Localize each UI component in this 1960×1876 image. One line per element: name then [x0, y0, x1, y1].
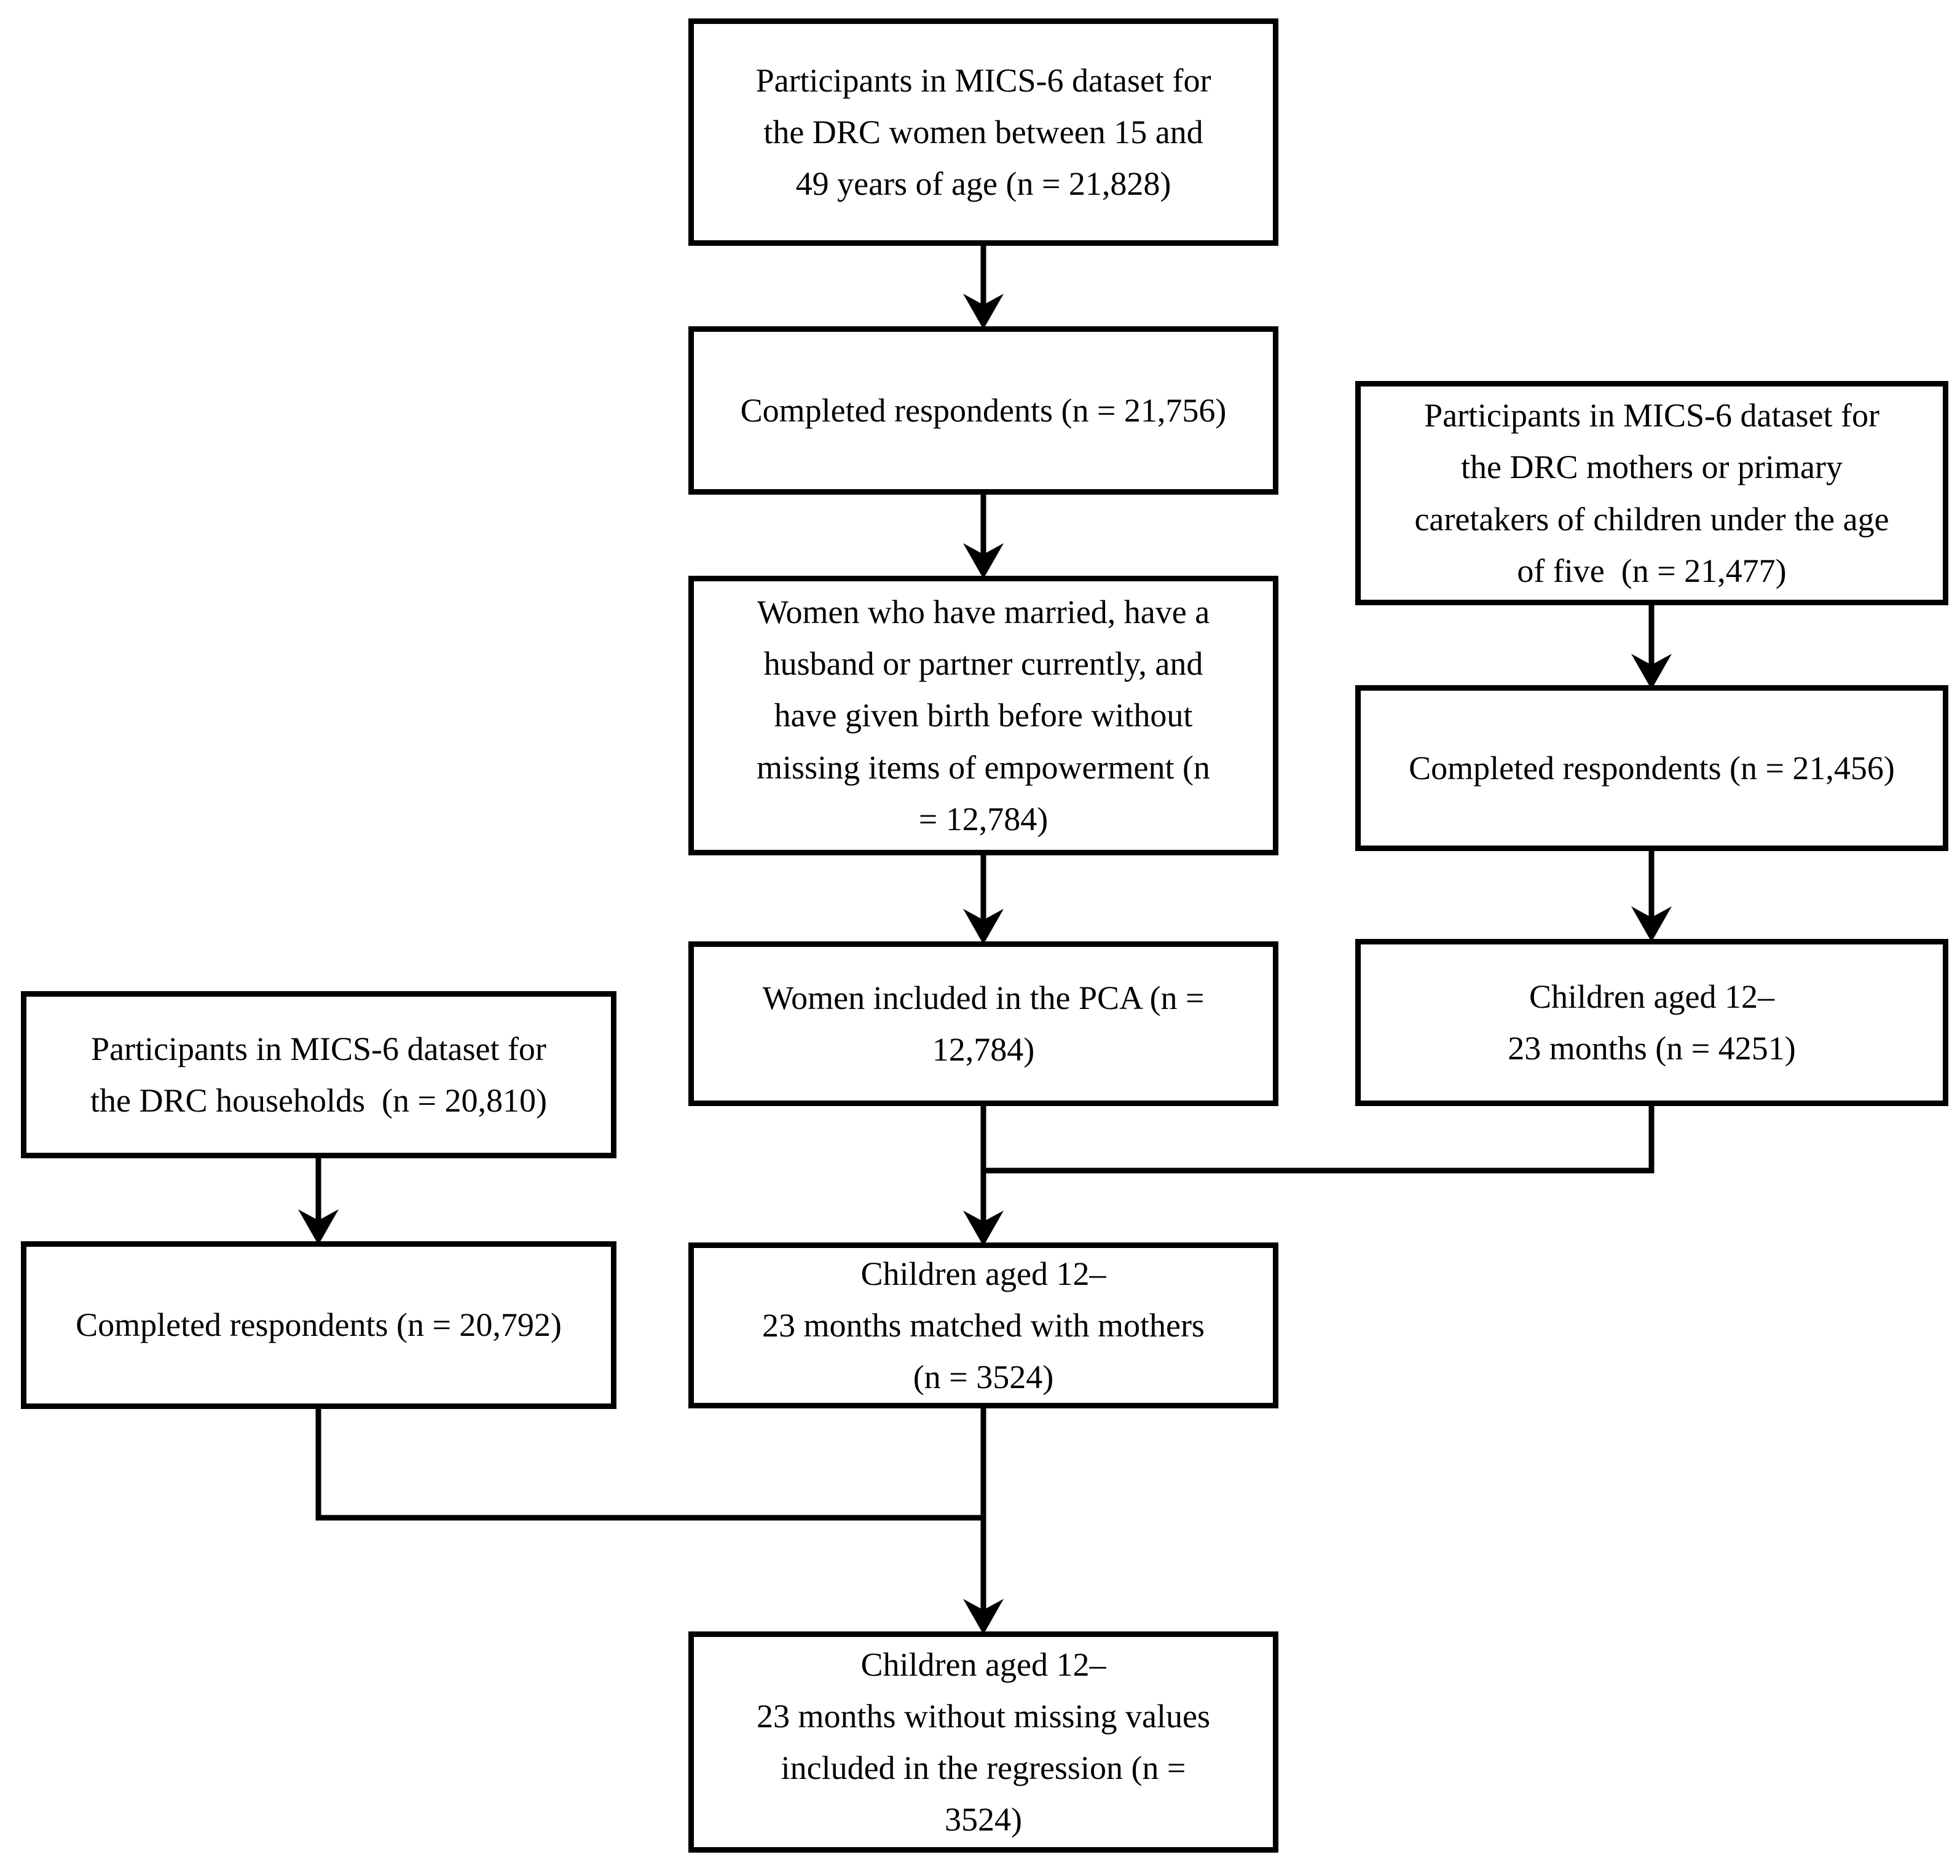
arrowhead-into-completed-mothers — [1631, 654, 1672, 689]
node-matched-children-text: Children aged 12– 23 months matched with… — [762, 1255, 1205, 1396]
node-pca-women: Women included in the PCA (n = 12,784) — [688, 941, 1278, 1106]
arrowhead-into-completed-women — [963, 294, 1004, 329]
arrowhead-into-matched-children — [963, 1211, 1004, 1246]
node-households-dataset-text: Participants in MICS-6 dataset for the D… — [90, 1030, 547, 1119]
node-completed-households: Completed respondents (n = 20,792) — [21, 1241, 616, 1409]
node-children-12-23: Children aged 12– 23 months (n = 4251) — [1355, 939, 1948, 1106]
node-regression-children-text: Children aged 12– 23 months without miss… — [756, 1646, 1211, 1839]
node-married-women-text: Women who have married, have a husband o… — [757, 593, 1210, 838]
arrowhead-into-children-12-23 — [1631, 906, 1672, 942]
node-completed-women-text: Completed respondents (n = 21,756) — [740, 391, 1227, 429]
node-completed-households-text: Completed respondents (n = 20,792) — [76, 1306, 562, 1344]
node-regression-children: Children aged 12– 23 months without miss… — [688, 1631, 1278, 1853]
arrowhead-into-regression-children — [963, 1599, 1004, 1635]
arrowhead-into-married-women — [963, 543, 1004, 579]
node-completed-mothers: Completed respondents (n = 21,456) — [1355, 685, 1948, 851]
node-completed-women: Completed respondents (n = 21,756) — [688, 326, 1278, 495]
node-pca-women-text: Women included in the PCA (n = 12,784) — [762, 979, 1205, 1068]
arrowhead-into-completed-households — [298, 1209, 339, 1245]
node-married-women: Women who have married, have a husband o… — [688, 576, 1278, 855]
node-women-dataset-text: Participants in MICS-6 dataset for the D… — [755, 61, 1211, 203]
edge-completed-households-branch — [315, 1409, 983, 1521]
node-mothers-dataset: Participants in MICS-6 dataset for the D… — [1355, 381, 1948, 605]
node-mothers-dataset-text: Participants in MICS-6 dataset for the D… — [1414, 397, 1889, 589]
node-completed-mothers-text: Completed respondents (n = 21,456) — [1409, 749, 1895, 787]
node-households-dataset: Participants in MICS-6 dataset for the D… — [21, 991, 616, 1158]
node-children-12-23-text: Children aged 12– 23 months (n = 4251) — [1508, 978, 1796, 1067]
node-women-dataset: Participants in MICS-6 dataset for the D… — [688, 18, 1278, 246]
arrowhead-into-pca-women — [963, 909, 1004, 944]
node-matched-children: Children aged 12– 23 months matched with… — [688, 1242, 1278, 1408]
edge-children-12-23-branch — [983, 1106, 1655, 1174]
